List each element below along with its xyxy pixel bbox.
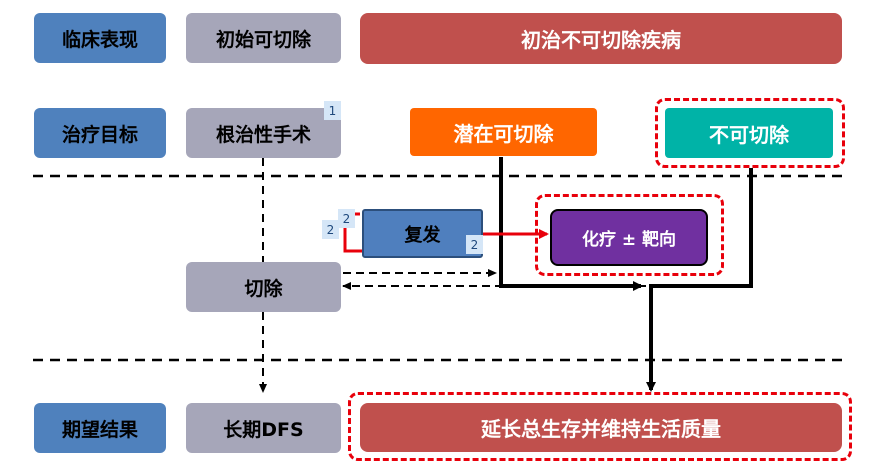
marker-2-left: 2 xyxy=(322,220,339,239)
marker-2-right-text: 2 xyxy=(470,237,479,252)
potentially-resectable-box: 潜在可切除 xyxy=(410,108,597,156)
resection-box: 切除 xyxy=(186,262,341,312)
marker-1-text: 1 xyxy=(328,103,337,118)
unresectable-path xyxy=(646,168,753,392)
radical-surgery-text: 根治性手术 xyxy=(215,123,311,146)
row-label-expected: 期望结果 xyxy=(34,403,166,453)
chemo-targeted-text: 化疗 ± 靶向 xyxy=(581,230,677,250)
long-term-dfs-box: 长期DFS xyxy=(186,403,341,453)
chemo-dashed-frame xyxy=(535,194,724,276)
recurrence-box: 复发 xyxy=(362,209,483,258)
initial-resectable-text: 初始可切除 xyxy=(215,28,311,51)
initial-resectable-box: 初始可切除 xyxy=(186,13,341,63)
marker-2-right: 2 xyxy=(466,235,483,254)
unresectable-text: 不可切除 xyxy=(709,122,789,147)
survival-dashed-frame xyxy=(348,392,852,461)
initial-unresectable-text: 初治不可切除疾病 xyxy=(521,28,681,52)
row-label-goal: 治疗目标 xyxy=(34,108,166,158)
resection-text: 切除 xyxy=(244,277,283,300)
initial-unresectable-box: 初治不可切除疾病 xyxy=(360,13,842,64)
prolong-survival-box: 延长总生存并维持生活质量 xyxy=(360,403,842,452)
chemo-targeted-box: 化疗 ± 靶向 xyxy=(550,209,708,266)
prolong-survival-text: 延长总生存并维持生活质量 xyxy=(481,417,721,441)
unresectable-dashed-frame xyxy=(655,98,845,168)
marker-2-left-text: 2 xyxy=(326,222,335,237)
radical-surgery-box: 根治性手术 xyxy=(186,108,341,158)
row-label-clinical: 临床表现 xyxy=(34,13,166,63)
unresectable-box: 不可切除 xyxy=(665,108,833,158)
row-label-clinical-text: 临床表现 xyxy=(61,28,138,51)
marker-1: 1 xyxy=(324,101,341,120)
row-label-goal-text: 治疗目标 xyxy=(61,123,138,146)
marker-2-top: 2 xyxy=(338,209,355,228)
row-label-expected-text: 期望结果 xyxy=(61,418,138,441)
long-term-dfs-text: 长期DFS xyxy=(223,418,304,441)
recurrence-text: 复发 xyxy=(404,224,441,246)
marker-2-top-text: 2 xyxy=(342,211,351,226)
potentially-resectable-text: 潜在可切除 xyxy=(453,121,554,146)
